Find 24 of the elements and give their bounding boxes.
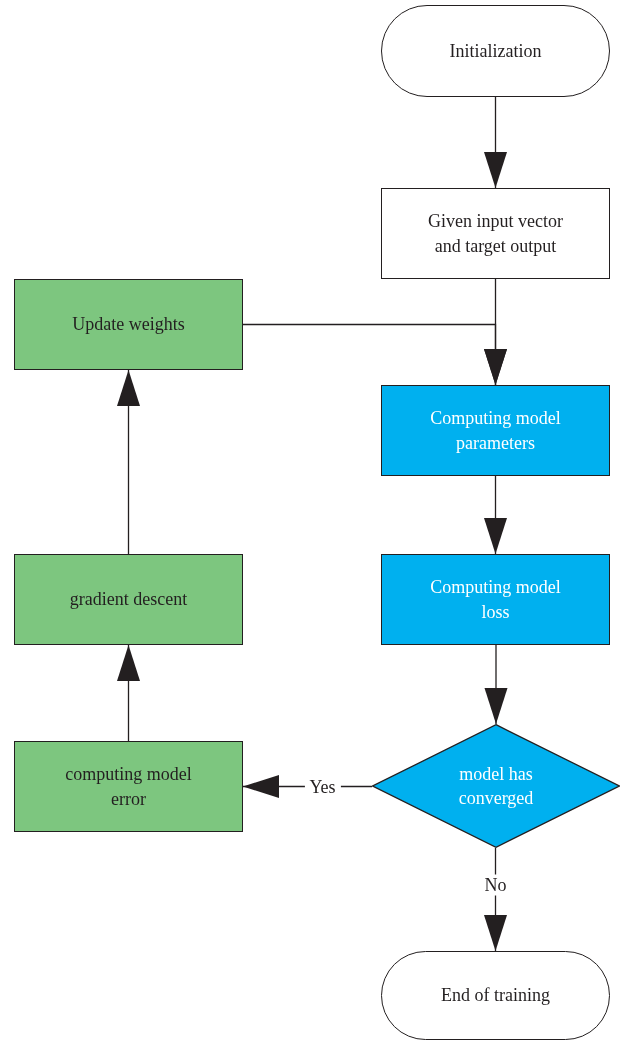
process-box — [14, 279, 243, 370]
arrow — [117, 644, 140, 742]
arrow — [242, 323, 507, 386]
process-box — [381, 385, 610, 476]
arrow — [484, 475, 507, 555]
decision-diamond — [372, 724, 620, 848]
node-text: gradient descent — [69, 588, 188, 612]
node-text: End of training — [441, 984, 550, 1008]
node-text: computing model error — [64, 763, 193, 811]
node-text: Given input vector and target output — [427, 210, 564, 258]
process-box — [14, 554, 243, 645]
process-box — [381, 188, 610, 279]
arrow — [242, 775, 373, 798]
process-box — [14, 741, 243, 832]
node-text: Update weights — [72, 313, 185, 337]
arrow — [484, 644, 508, 725]
node-text: Initialization — [449, 39, 542, 63]
node-text: Computing model parameters — [429, 407, 562, 455]
arrow — [117, 369, 140, 555]
arrow — [484, 96, 507, 189]
node-text: Computing model loss — [429, 576, 562, 624]
arrow — [484, 847, 507, 952]
process-box — [381, 554, 610, 645]
node-text: model has converged — [457, 762, 535, 810]
